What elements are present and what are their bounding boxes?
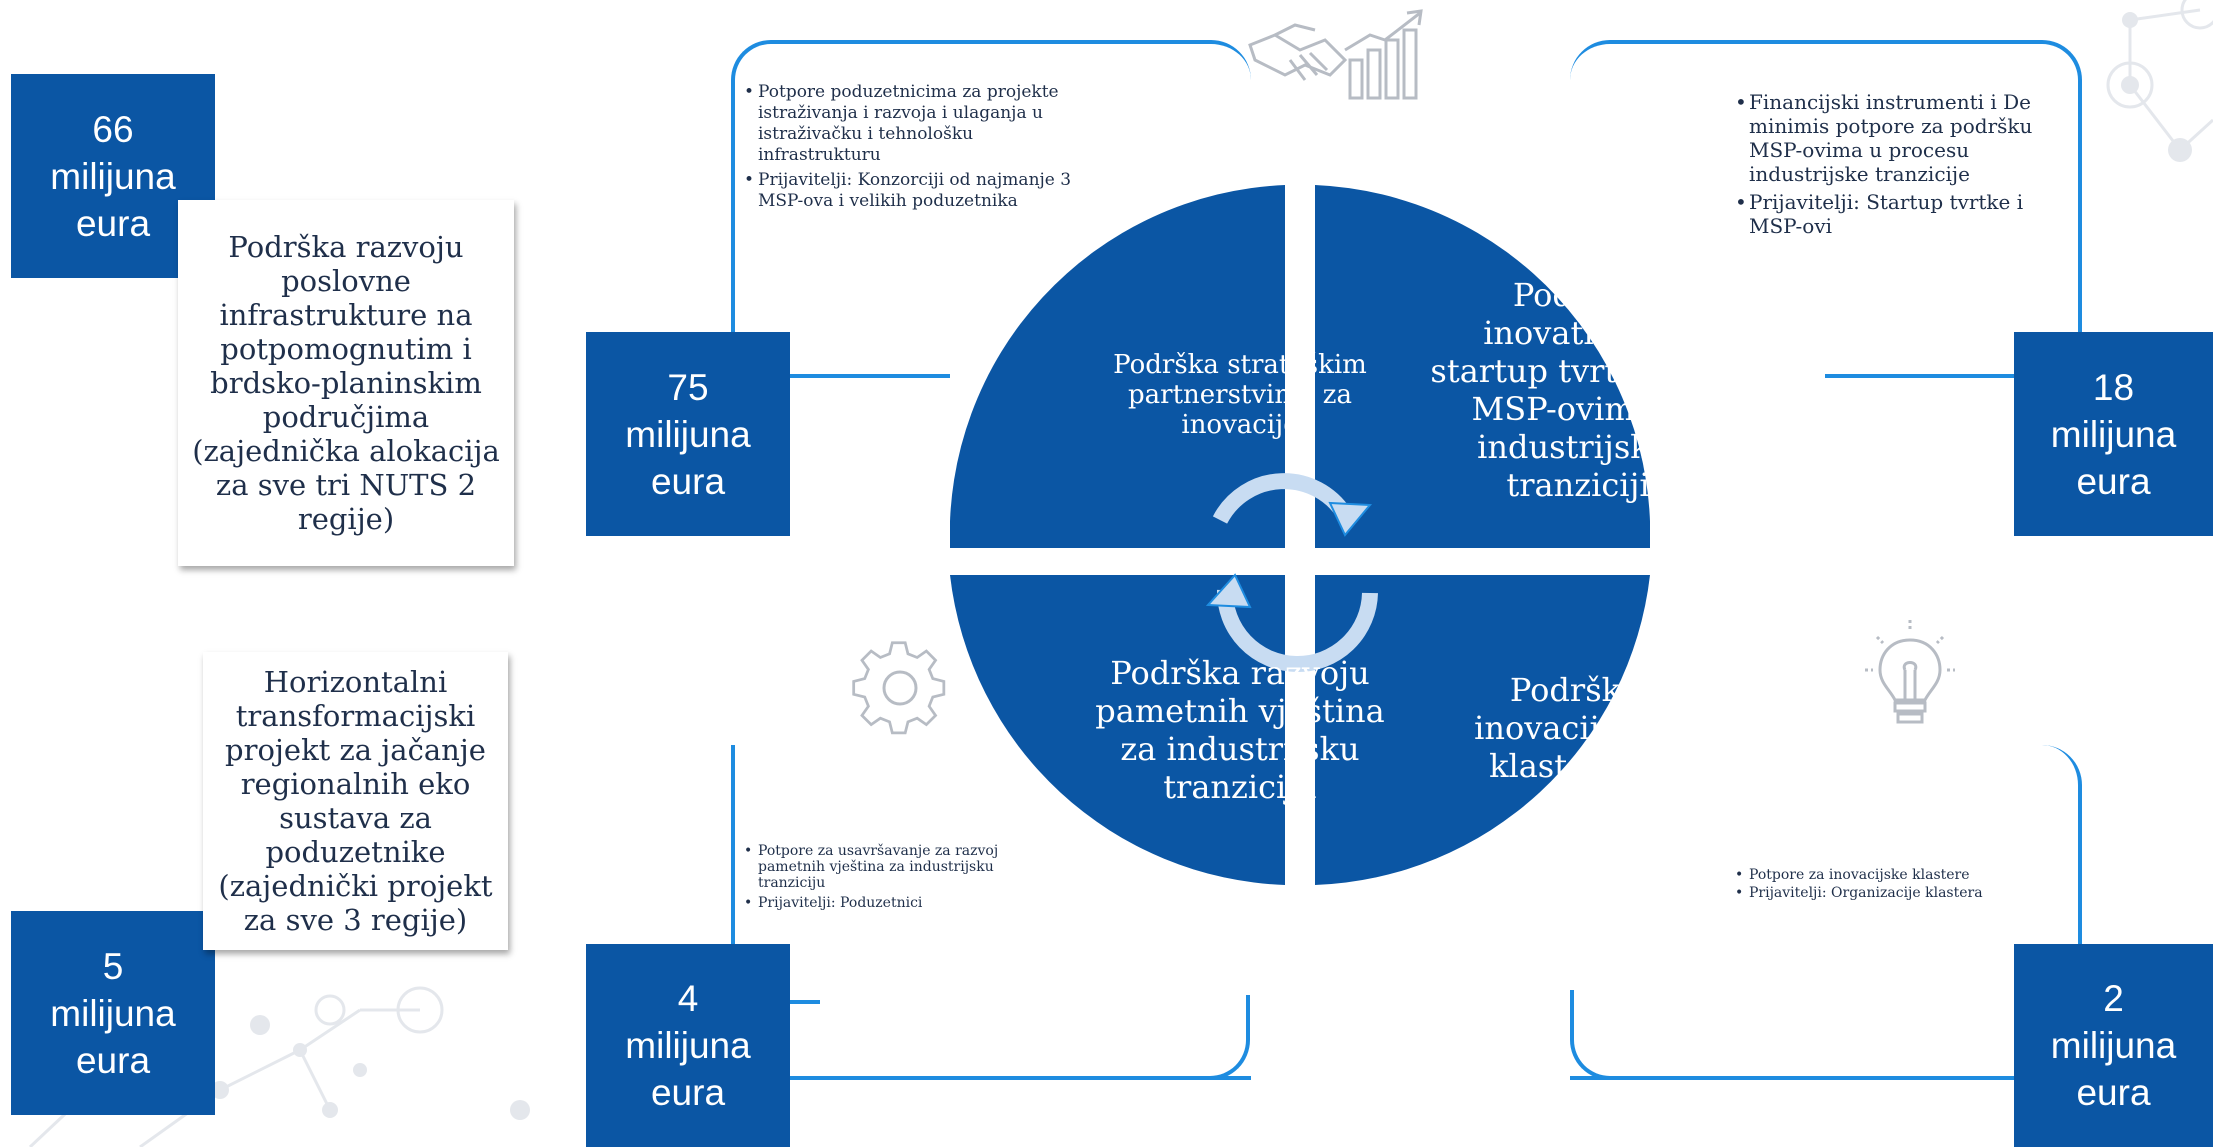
- frame-bottom-right-left-edge: [1570, 990, 1630, 1080]
- quadrant-top-left: [950, 185, 1285, 548]
- bullet-item: Financijski instrumenti i De minimis pot…: [1735, 90, 2055, 186]
- amount-value: 18: [2092, 366, 2135, 408]
- amount-unit: milijuna: [2050, 413, 2177, 455]
- amount-currency: eura: [2076, 460, 2151, 502]
- card-horizontal-project: Horizontalni transformacijski projekt za…: [203, 652, 508, 950]
- quadrant-label-bottom-right: Podrška inovacijskim klasterima: [1474, 670, 1676, 785]
- amount-value: 66: [92, 108, 134, 150]
- connector-line-4: [790, 1000, 820, 1004]
- amount-currency: eura: [650, 460, 726, 502]
- frame-bottom-left-right-edge: [1190, 995, 1250, 1080]
- amount-value: 4: [677, 978, 699, 1019]
- amount-box-4: 4 milijuna eura: [586, 944, 790, 1147]
- amount-box-2: 2 milijuna eura: [2014, 944, 2213, 1147]
- amount-unit: milijuna: [625, 1025, 751, 1066]
- amount-box-75: 75 milijuna eura: [586, 332, 790, 536]
- frame-top-left: [731, 40, 1251, 370]
- bullet-item: Prijavitelji: Poduzetnici: [744, 895, 1044, 911]
- bullets-top-right: Financijski instrumenti i De minimis pot…: [1735, 90, 2055, 238]
- bullet-item: Potpore poduzetnicima za projekte istraž…: [744, 82, 1094, 166]
- quadrant-circle: [950, 185, 1650, 885]
- bullets-bottom-left: Potpore za usavršavanje za razvoj pametn…: [744, 843, 1044, 911]
- quadrant-label-top-right: Podrška inovativnim startup tvrtkama i M…: [1430, 276, 1726, 504]
- lightbulb-icon: [1865, 620, 1955, 724]
- frame-top-right: [1570, 40, 2082, 370]
- amount-box-5: 5 milijuna eura: [11, 911, 215, 1115]
- amount-value: 75: [667, 366, 709, 408]
- bullets-top-left: Potpore poduzetnicima za projekte istraž…: [744, 82, 1094, 212]
- frame-bottom-left: [731, 745, 1251, 1080]
- bullet-item: Potpore za usavršavanje za razvoj pametn…: [744, 843, 1044, 891]
- amount-unit: milijuna: [2050, 1025, 2177, 1066]
- quadrant-label-bottom-left: Podrška razvoju pametnih vještina za ind…: [1095, 654, 1385, 806]
- amount-unit: milijuna: [50, 155, 176, 197]
- amount-currency: eura: [75, 1039, 151, 1081]
- quadrant-label-top-left: Podrška strateškim partnerstvima za inov…: [1113, 350, 1367, 440]
- amount-unit: milijuna: [625, 413, 751, 455]
- amount-currency: eura: [650, 1072, 726, 1113]
- connector-line-75: [790, 374, 950, 378]
- cycle-arrows-icon: [1205, 473, 1378, 672]
- quadrant-bottom-left: [950, 575, 1285, 885]
- amount-value: 2: [2103, 978, 2124, 1019]
- bullet-item: Potpore za inovacijske klastere: [1735, 866, 2035, 884]
- handshake-growth-chart-icon: [1248, 9, 1423, 100]
- bullet-item: Prijavitelji: Organizacije klastera: [1735, 884, 2035, 902]
- quadrant-bottom-right: [1315, 575, 1650, 885]
- amount-unit: milijuna: [50, 992, 176, 1034]
- bullets-bottom-right: Potpore za inovacijske klastere Prijavit…: [1735, 866, 2035, 902]
- card-business-infrastructure: Podrška razvoju poslovne infrastrukture …: [178, 200, 514, 566]
- quadrant-top-right: [1315, 185, 1650, 548]
- bullet-item: Prijavitelji: Startup tvrtke i MSP-ovi: [1735, 190, 2055, 238]
- connector-line-18: [1825, 374, 2015, 378]
- frame-bottom-right: [1570, 745, 2082, 1080]
- amount-box-18: 18 milijuna eura: [2014, 332, 2213, 536]
- gear-icon: [852, 641, 946, 735]
- amount-currency: eura: [2076, 1072, 2151, 1113]
- bullet-item: Prijavitelji: Konzorciji od najmanje 3 M…: [744, 170, 1094, 212]
- amount-value: 5: [102, 945, 124, 987]
- amount-currency: eura: [75, 202, 151, 244]
- amount-box-66: 66 milijuna eura: [11, 74, 215, 278]
